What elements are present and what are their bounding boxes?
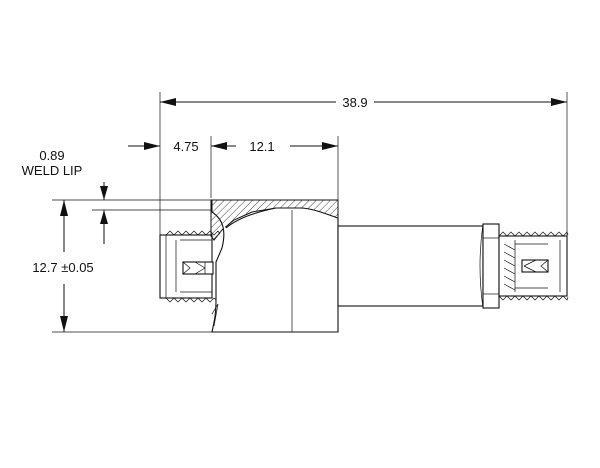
right-threaded-connector [498,231,569,301]
height-dimension: 12.7 ±0.05 [32,200,94,332]
hex-nut [479,223,500,309]
flange-body [210,199,339,333]
shaft [337,225,484,307]
weld-lip-dimension: 0.89 WELD LIP [22,148,108,244]
second-segment-label: 12.1 [249,139,274,154]
left-threaded-connector [159,230,221,303]
first-segment-label: 4.75 [173,139,198,154]
weld-lip-label: WELD LIP [22,163,83,178]
second-segment-dimension: 12.1 [249,139,338,154]
weld-lip-value: 0.89 [39,148,64,163]
first-segment-dimension: 4.75 [128,139,236,154]
overall-length-dimension: 38.9 [160,95,567,110]
overall-length-label: 38.9 [342,95,367,110]
height-label: 12.7 ±0.05 [32,260,93,275]
